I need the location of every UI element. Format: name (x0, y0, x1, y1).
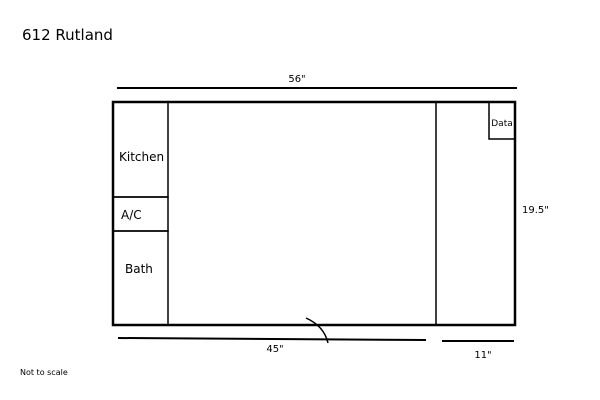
ac-label: A/C (121, 208, 142, 222)
plan-title: 612 Rutland (22, 26, 113, 44)
outer-wall (111, 100, 517, 327)
data-label: Data (491, 119, 513, 129)
scale-note: Not to scale (20, 368, 68, 377)
kitchen-label: Kitchen (119, 150, 164, 164)
bottom-dimension-label: 45" (266, 344, 283, 355)
right-dimension-label: 19.5" (522, 205, 549, 216)
bath-room (112, 230, 169, 326)
top-dimension-label: 56" (288, 74, 305, 85)
right-bottom-dimension-label: 11" (474, 350, 491, 361)
bath-label: Bath (125, 262, 153, 276)
right-room (435, 101, 516, 326)
bottom-dimension-line (117, 337, 427, 341)
data-room (488, 101, 516, 140)
